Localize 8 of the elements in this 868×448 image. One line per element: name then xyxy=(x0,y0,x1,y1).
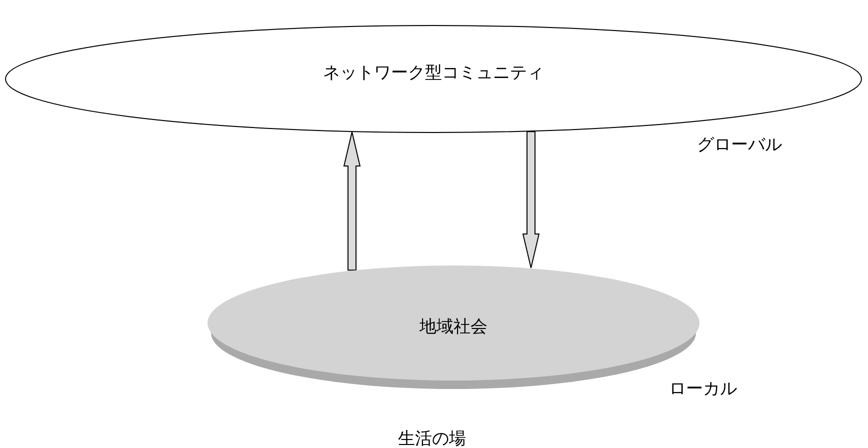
ellipse-node xyxy=(5,25,862,133)
block-arrow xyxy=(343,132,361,271)
level-label: グローバル xyxy=(697,134,782,156)
block-arrow xyxy=(522,131,540,268)
caption-text: 生活の場 xyxy=(398,428,466,448)
node-label: ネットワーク型コミュニティ xyxy=(323,62,544,84)
level-label: ローカル xyxy=(669,378,737,400)
node-label: 地域社会 xyxy=(420,316,488,338)
